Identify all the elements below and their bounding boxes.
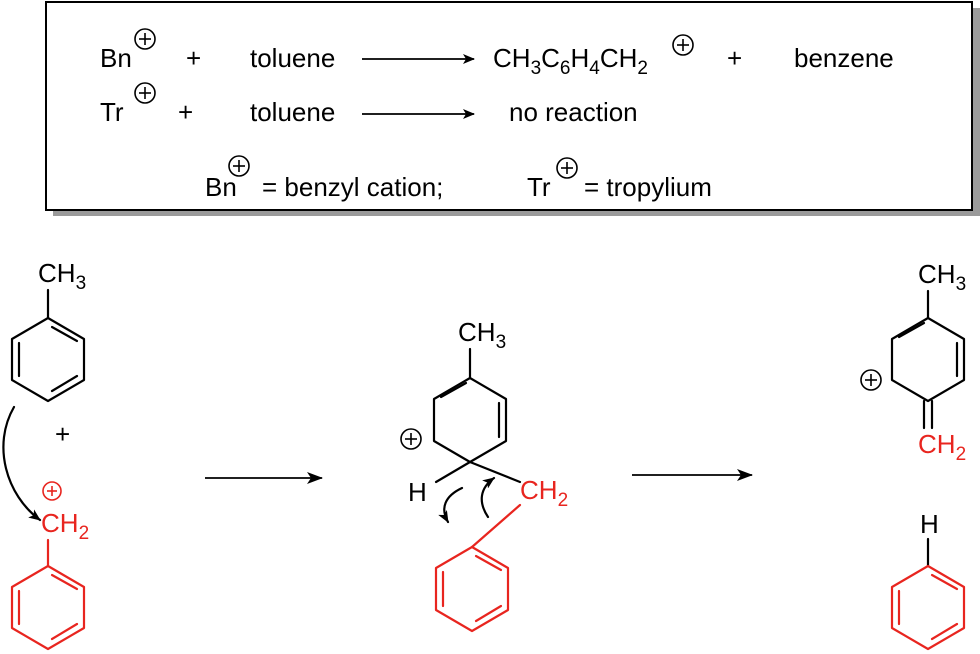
box-frame [45, 1, 973, 211]
eq2-tr: Tr [100, 97, 124, 127]
equation-1: Bn + toluene CH3C6H4CH2 + benzene [100, 28, 894, 79]
eq2-no-reaction: no reaction [509, 97, 638, 127]
attack-arrow [2, 405, 42, 522]
eq2-plus: + [178, 97, 193, 127]
toluene-ch3: CH3 [38, 258, 86, 294]
toluene-structure: CH3 [10, 258, 86, 403]
tr-charge [134, 82, 156, 104]
eq1-plus2: + [727, 43, 742, 73]
wheland-intermediate: CH3 H CH2 [400, 317, 568, 633]
proton-arrow [438, 486, 464, 524]
equation-2: Tr + toluene no reaction [100, 82, 638, 127]
methylbenzyl-cation-product: CH3 CH2 [860, 259, 966, 465]
benzene-product: H [890, 509, 966, 651]
legend-bn-charge [228, 155, 250, 177]
product-charge [672, 34, 694, 56]
eq1-bn: Bn [100, 43, 132, 73]
mech-plus: + [55, 419, 70, 449]
eq2-toluene: toluene [250, 97, 335, 127]
legend-bn-def: = benzyl cation; [262, 172, 443, 202]
product-ch3: CH3 [918, 259, 966, 295]
wheland-ch3: CH3 [458, 317, 506, 353]
legend-tr-charge [556, 157, 578, 179]
benzene-h: H [920, 509, 939, 539]
benzyl-ch2: CH2 [41, 508, 89, 544]
bn-charge [134, 28, 156, 50]
benzyl-charge [42, 481, 62, 501]
eq1-toluene: toluene [250, 43, 335, 73]
wheland-h: H [408, 477, 427, 507]
product-ch2: CH2 [918, 429, 966, 465]
legend-tr-def: = tropylium [584, 172, 712, 202]
equation-box [45, 1, 980, 216]
wheland-ch2: CH2 [520, 475, 568, 511]
svg-text:Bn: Bn [100, 43, 132, 73]
eq1-plus: + [186, 43, 201, 73]
legend-line: Bn = benzyl cation; Tr = tropylium [205, 155, 712, 202]
legend-bn: Bn [205, 172, 237, 202]
eq1-product: CH3C6H4CH2 [493, 43, 648, 79]
benzyl-cation-structure: CH2 [10, 481, 89, 651]
wheland-charge [400, 428, 422, 450]
electron-arrow [480, 476, 496, 519]
product-ring-charge [860, 369, 882, 391]
eq1-benzene: benzene [794, 43, 894, 73]
legend-tr: Tr [527, 172, 551, 202]
